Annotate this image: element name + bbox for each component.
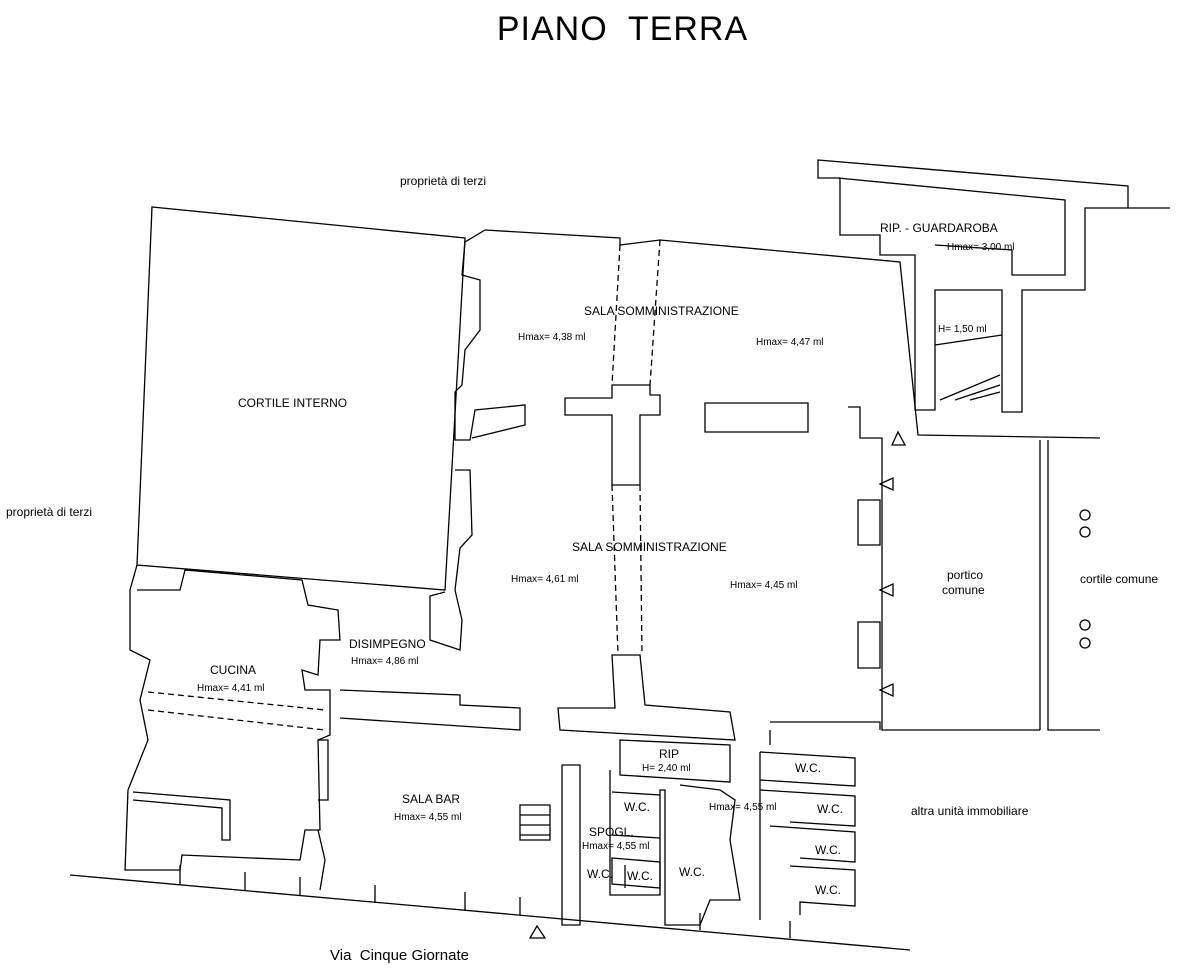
hmax-wc-label: Hmax= 4,55 ml (709, 802, 777, 813)
wc-label: W.C. (627, 869, 653, 883)
h-rip-label: H= 2,40 ml (642, 763, 691, 774)
h-stair-label: H= 1,50 ml (938, 324, 987, 335)
proprieta-left-label: proprietà di terzi (6, 505, 93, 519)
hmax-guardaroba-label: Hmax= 3,00 ml (947, 242, 1015, 253)
cortile-interno-label: CORTILE INTERNO (238, 396, 348, 410)
sala-somministrazione-top-label: SALA SOMMINISTRAZIONE (584, 304, 739, 318)
hmax-top-right-label: Hmax= 4,47 ml (756, 337, 824, 348)
portico-label: portico (947, 568, 984, 582)
rip-label: RIP (659, 747, 680, 761)
wc-label: W.C. (815, 883, 841, 897)
cucina-outline (124, 564, 341, 871)
disimpegno-label: DISIMPEGNO (349, 637, 426, 651)
wc-label: W.C. (679, 865, 705, 879)
sala-somministrazione-mid-label: SALA SOMMINISTRAZIONE (572, 540, 727, 554)
wc-label: W.C. (817, 802, 843, 816)
page-title: PIANO TERRA (496, 10, 749, 48)
wc-label: W.C. (624, 800, 650, 814)
wc-label: W.C. (587, 867, 613, 881)
comune-label: comune (942, 583, 985, 597)
wc-label: W.C. (795, 761, 821, 775)
altra-unita-label: altra unità immobiliare (911, 804, 1029, 818)
sala-bar-label: SALA BAR (402, 792, 461, 806)
hmax-mid-right-label: Hmax= 4,45 ml (730, 580, 798, 591)
cortile-comune-label: cortile comune (1080, 572, 1159, 586)
street-label: Via Cinque Giornate (330, 947, 469, 964)
street-line (69, 874, 911, 951)
spogl-label: SPOGL. (589, 825, 634, 839)
hmax-mid-left-label: Hmax= 4,61 ml (511, 574, 579, 585)
central-pillar (564, 384, 661, 486)
proprieta-top-label: proprietà di terzi (400, 174, 487, 188)
rip-guardaroba-label: RIP. - GUARDAROBA (880, 221, 998, 235)
hmax-top-left-label: Hmax= 4,38 ml (518, 332, 586, 343)
hmax-spogl-label: Hmax= 4,55 ml (582, 841, 650, 852)
rip-outline (619, 739, 731, 783)
hmax-cucina-label: Hmax= 4,41 ml (197, 683, 265, 694)
cortile-interno-outline (136, 206, 466, 591)
guardaroba-outline (817, 159, 1129, 413)
hmax-sala-bar-label: Hmax= 4,55 ml (394, 812, 462, 823)
wc-label: W.C. (815, 843, 841, 857)
cucina-label: CUCINA (210, 663, 257, 677)
hmax-disimpegno-label: Hmax= 4,86 ml (351, 656, 419, 667)
